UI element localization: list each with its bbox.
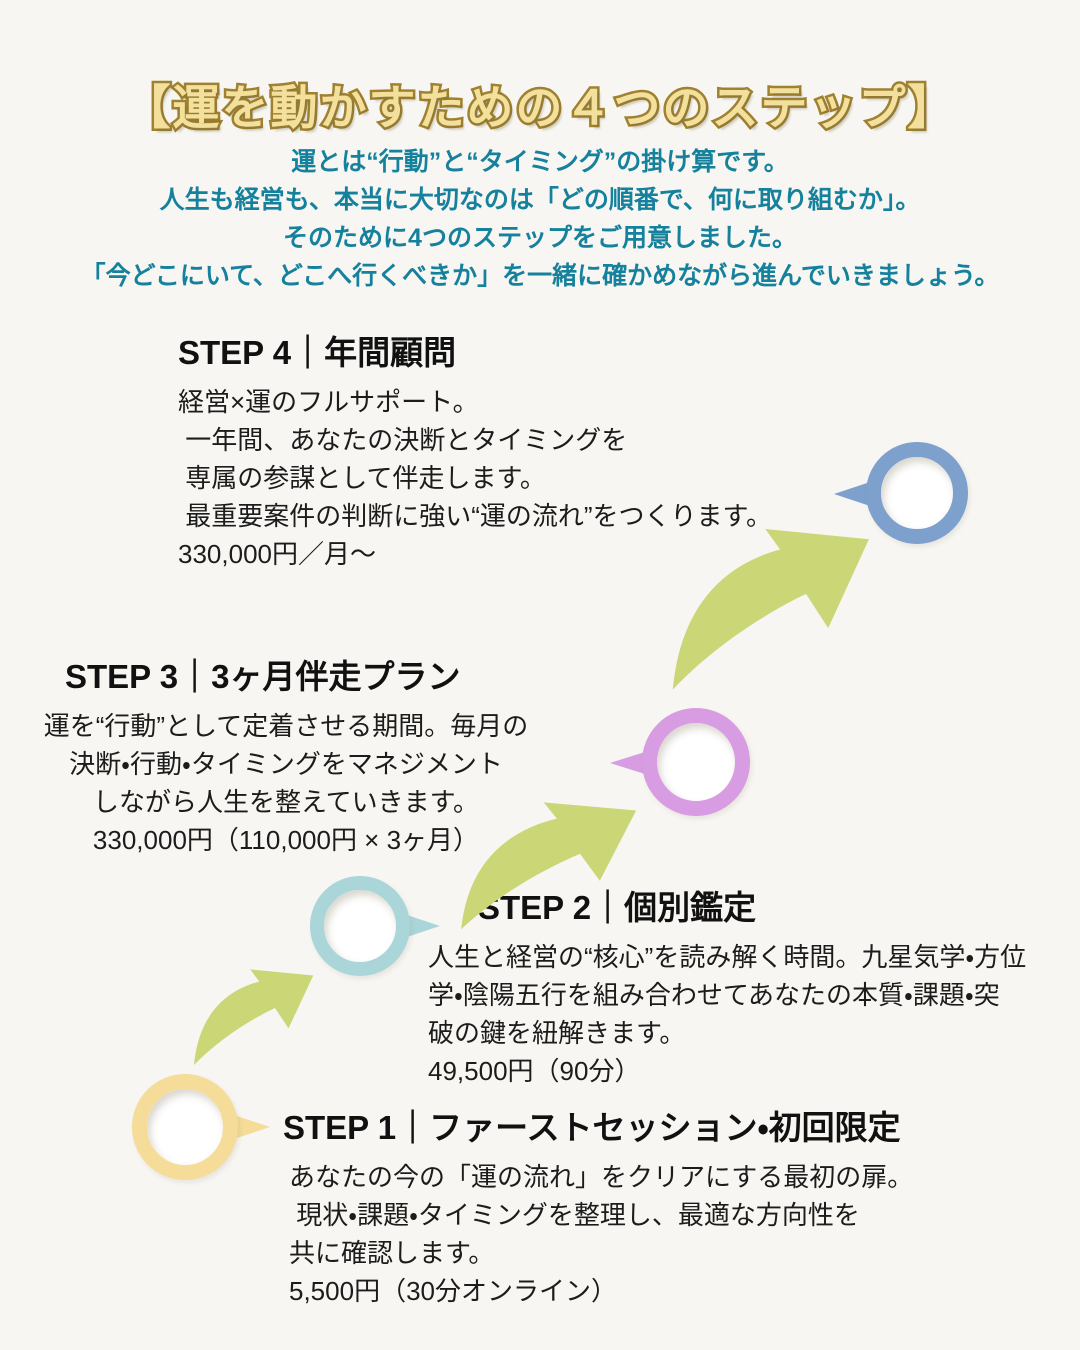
step4-block: STEP 4｜年間顧問 経営×運のフルサポート。 一年間、あなたの決断とタイミン… [178, 326, 772, 573]
intro-line: そのために4つのステップをご用意しました。 [283, 224, 797, 252]
step4-description-line: 最重要案件の判断に強い“運の流れ”をつくります。 [178, 501, 772, 531]
step4-description-line: 経営×運のフルサポート。 [178, 387, 479, 417]
intro-line: 人生も経営も、本当に大切なのは「どの順番で、何に取り組むか」。 [159, 186, 921, 214]
step2-description-line: 破の鍵を紐解きます。 [428, 1018, 686, 1048]
step3-marker-ring-icon [642, 708, 750, 816]
step3-description-line: 運を“行動”として定着させる期間。毎月の [43, 711, 529, 741]
step1-heading: STEP 1｜ファーストセッション・初回限定 [283, 1109, 901, 1146]
intro-line: 「今どこにいて、どこへ行くべきか」を一緒に確かめながら進んでいきましょう。 [80, 262, 1000, 290]
step1-price: 5,500円（30分オンライン） [289, 1276, 617, 1306]
step1-description-line: 共に確認します。 [289, 1238, 495, 1268]
step2-block: STEP 2｜個別鑑定 人生と経営の“核心”を読み解く時間。九星気学・方位 学・… [428, 881, 1040, 1090]
step2-price: 49,500円（90分） [428, 1056, 641, 1086]
step3-description-line: しながら人生を整えていきます。 [92, 787, 480, 817]
step3-description-line: 決断・行動・タイミングをマネジメント [69, 749, 503, 779]
step2-description-line: 人生と経営の“核心”を読み解く時間。九星気学・方位 [428, 942, 1027, 972]
step1-description-line: 現状・課題・タイミングを整理し、最適な方向性を [289, 1200, 860, 1230]
arrow-step2-to-step3-icon [461, 802, 637, 930]
step4-heading: STEP 4｜年間顧問 [178, 334, 457, 371]
arrow-step3-to-step4-icon [672, 529, 869, 690]
step3-block: STEP 3｜3ヶ月伴走プラン 運を“行動”として定着させる期間。毎月の 決断・… [40, 650, 532, 859]
step1-description-line: あなたの今の「運の流れ」をクリアにする最初の扉。 [289, 1162, 914, 1192]
step4-marker-ring-icon [866, 442, 968, 544]
step3-heading: STEP 3｜3ヶ月伴走プラン [65, 658, 461, 695]
arrow-step1-to-step2-icon [194, 969, 314, 1065]
step4-price: 330,000円／月〜 [178, 539, 376, 569]
step4-description-line: 一年間、あなたの決断とタイミングを [178, 425, 628, 455]
intro-line: 運とは“行動”と“タイミング”の掛け算です。 [291, 148, 789, 176]
page-title: 【運を動かすための４つのステップ】 [121, 79, 957, 137]
step2-description-line: 学・陰陽五行を組み合わせてあなたの本質・課題・突 [428, 980, 1000, 1010]
step1-marker-ring-icon [132, 1074, 238, 1180]
step1-marker-tail [234, 1115, 270, 1139]
step4-description-line: 専属の参謀として伴走します。 [178, 463, 546, 493]
step2-marker-ring-icon [310, 876, 410, 976]
step2-heading: STEP 2｜個別鑑定 [478, 889, 757, 926]
step3-price: 330,000円（110,000円 × 3ヶ月） [92, 825, 480, 855]
step1-block: STEP 1｜ファーストセッション・初回限定 あなたの今の「運の流れ」をクリアに… [283, 1101, 913, 1310]
intro-paragraph: 運とは“行動”と“タイミング”の掛け算です。 人生も経営も、本当に大切なのは「ど… [0, 143, 1080, 295]
